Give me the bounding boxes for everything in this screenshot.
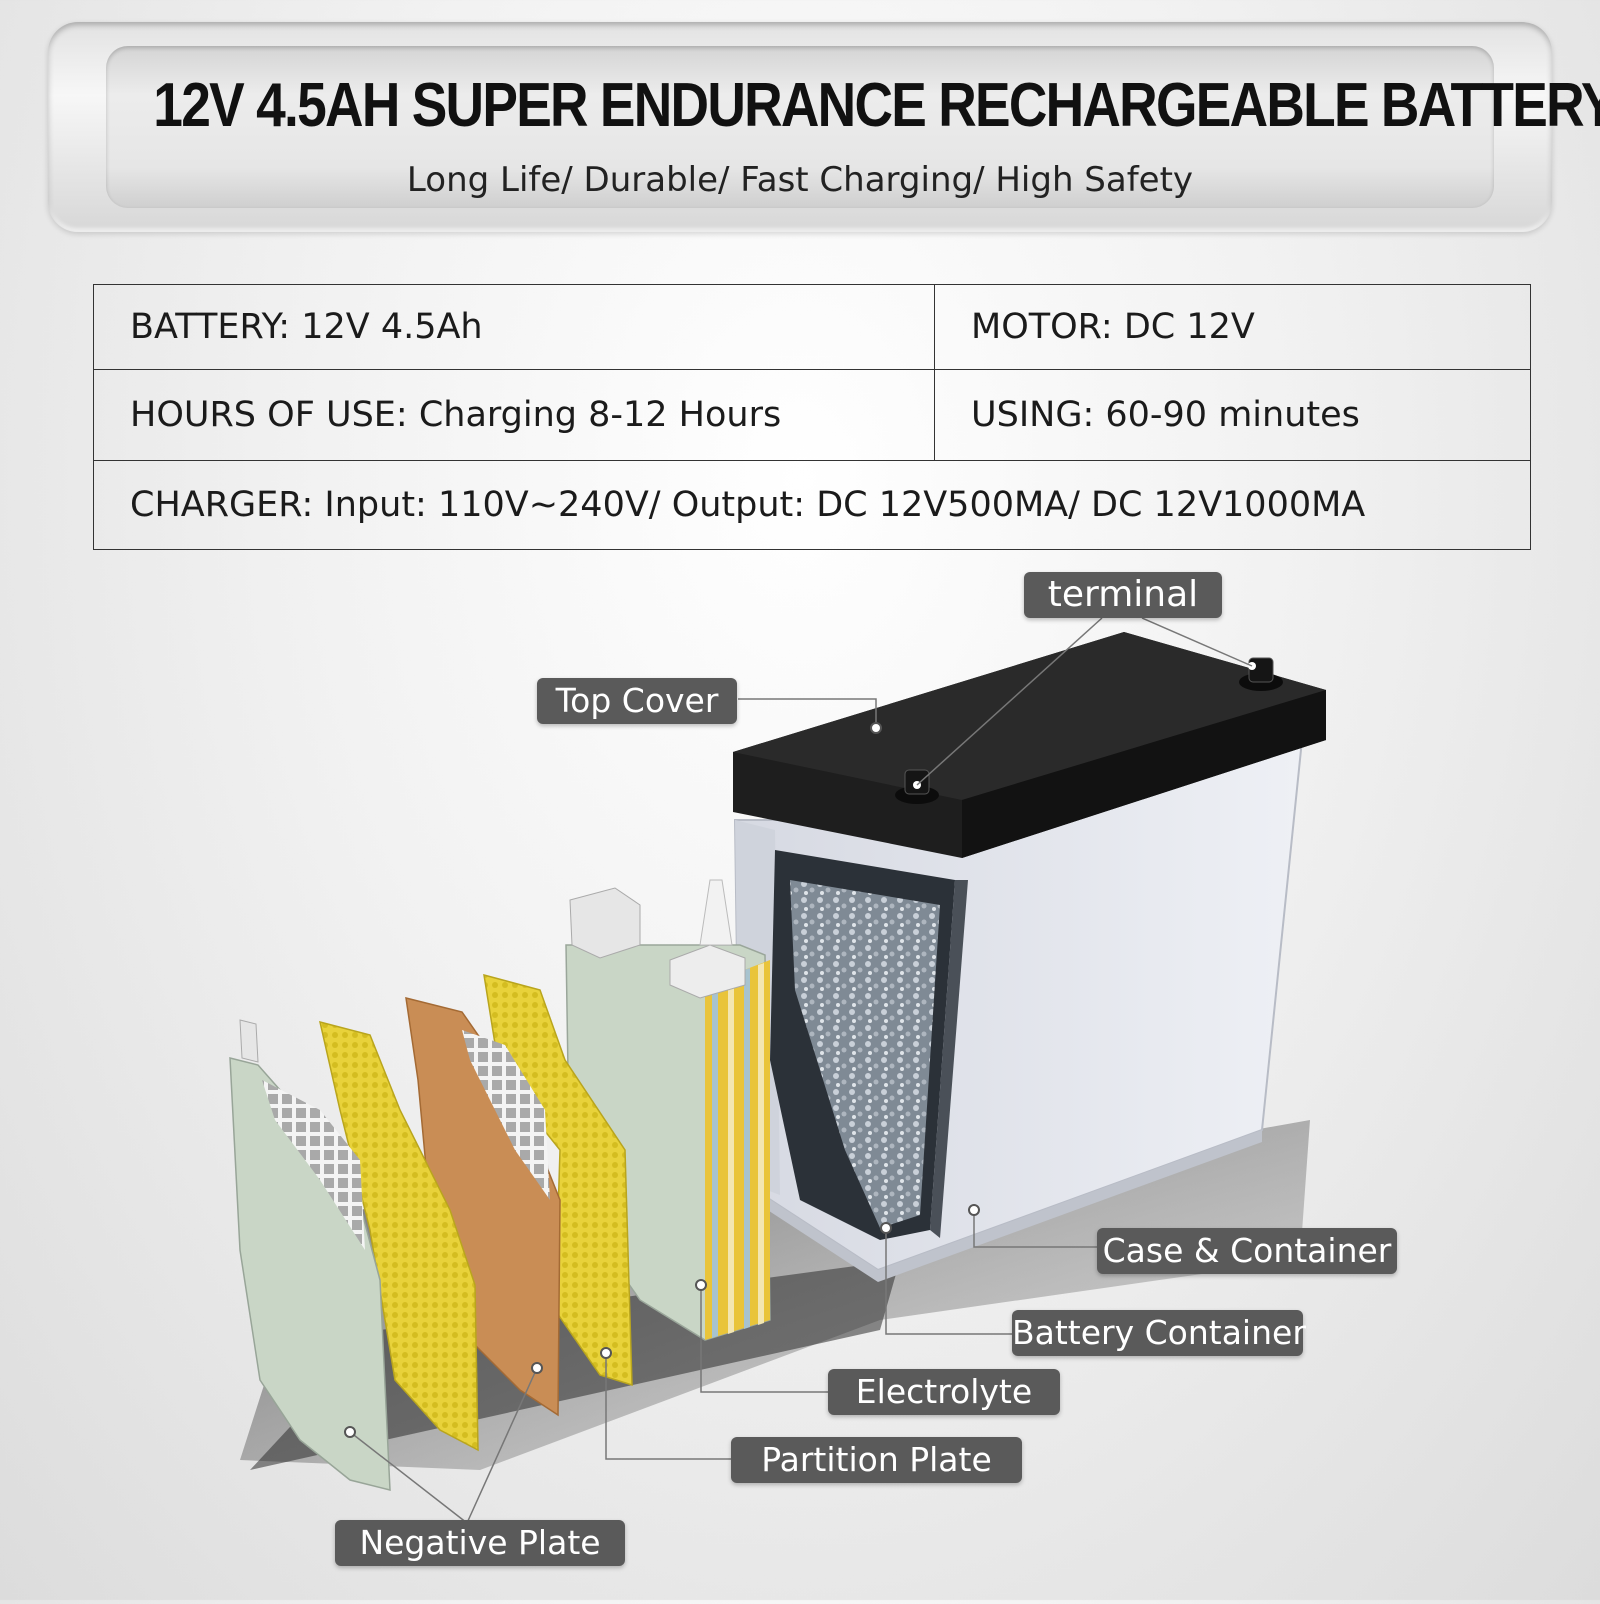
callout-partition-plate: Partition Plate: [731, 1437, 1022, 1483]
callout-leaders: [349, 617, 1253, 1524]
battery-container-wall: [930, 880, 968, 1238]
callout-top-cover: Top Cover: [537, 678, 737, 724]
battery-diagram: terminal Top Cover Case & Container Batt…: [0, 560, 1600, 1600]
copper-plate-grid: [462, 1030, 550, 1200]
spec-row: BATTERY: 12V 4.5Ah MOTOR: DC 12V: [93, 284, 1531, 370]
negative-plate-grid: [262, 1080, 365, 1250]
callout-case-container: Case & Container: [1097, 1228, 1397, 1274]
page-subtitle: Long Life/ Durable/ Fast Charging/ High …: [406, 160, 1194, 200]
page-title: 12V 4.5AH SUPER ENDURANCE RECHARGEABLE B…: [153, 71, 1600, 140]
terminal-post: [1239, 657, 1283, 691]
callout-dots: [344, 722, 980, 1438]
title-banner-inner: [106, 46, 1494, 208]
spec-charger: CHARGER: Input: 110V~240V/ Output: DC 12…: [93, 460, 1531, 550]
negative-plate: [229, 1057, 391, 1491]
spec-row: HOURS OF USE: Charging 8-12 Hours USING:…: [93, 369, 1531, 461]
callout-terminal: terminal: [1024, 572, 1222, 618]
callout-battery-container: Battery Container: [1012, 1310, 1306, 1356]
title-banner: 12V 4.5AH SUPER ENDURANCE RECHARGEABLE B…: [48, 22, 1600, 232]
callout-electrolyte: Electrolyte: [828, 1369, 1060, 1415]
top-cover-top: [733, 632, 1326, 800]
terminal-post: [895, 769, 939, 804]
cell-stack-edge: [705, 960, 770, 1340]
spec-motor: MOTOR: DC 12V: [934, 284, 1531, 370]
top-cover-edge: [962, 690, 1326, 858]
spec-battery: BATTERY: 12V 4.5Ah: [93, 284, 935, 370]
spec-using: USING: 60-90 minutes: [934, 369, 1531, 461]
cell-terminal-tabs: [569, 879, 746, 999]
spec-row: CHARGER: Input: 110V~240V/ Output: DC 12…: [93, 460, 1531, 550]
spec-table: BATTERY: 12V 4.5Ah MOTOR: DC 12V HOURS O…: [93, 284, 1531, 550]
callout-negative-plate: Negative Plate: [335, 1520, 625, 1566]
battery-illustration: [229, 617, 1326, 1524]
electrolyte-foam: [790, 880, 940, 1228]
spec-hours-of-use: HOURS OF USE: Charging 8-12 Hours: [93, 369, 935, 461]
